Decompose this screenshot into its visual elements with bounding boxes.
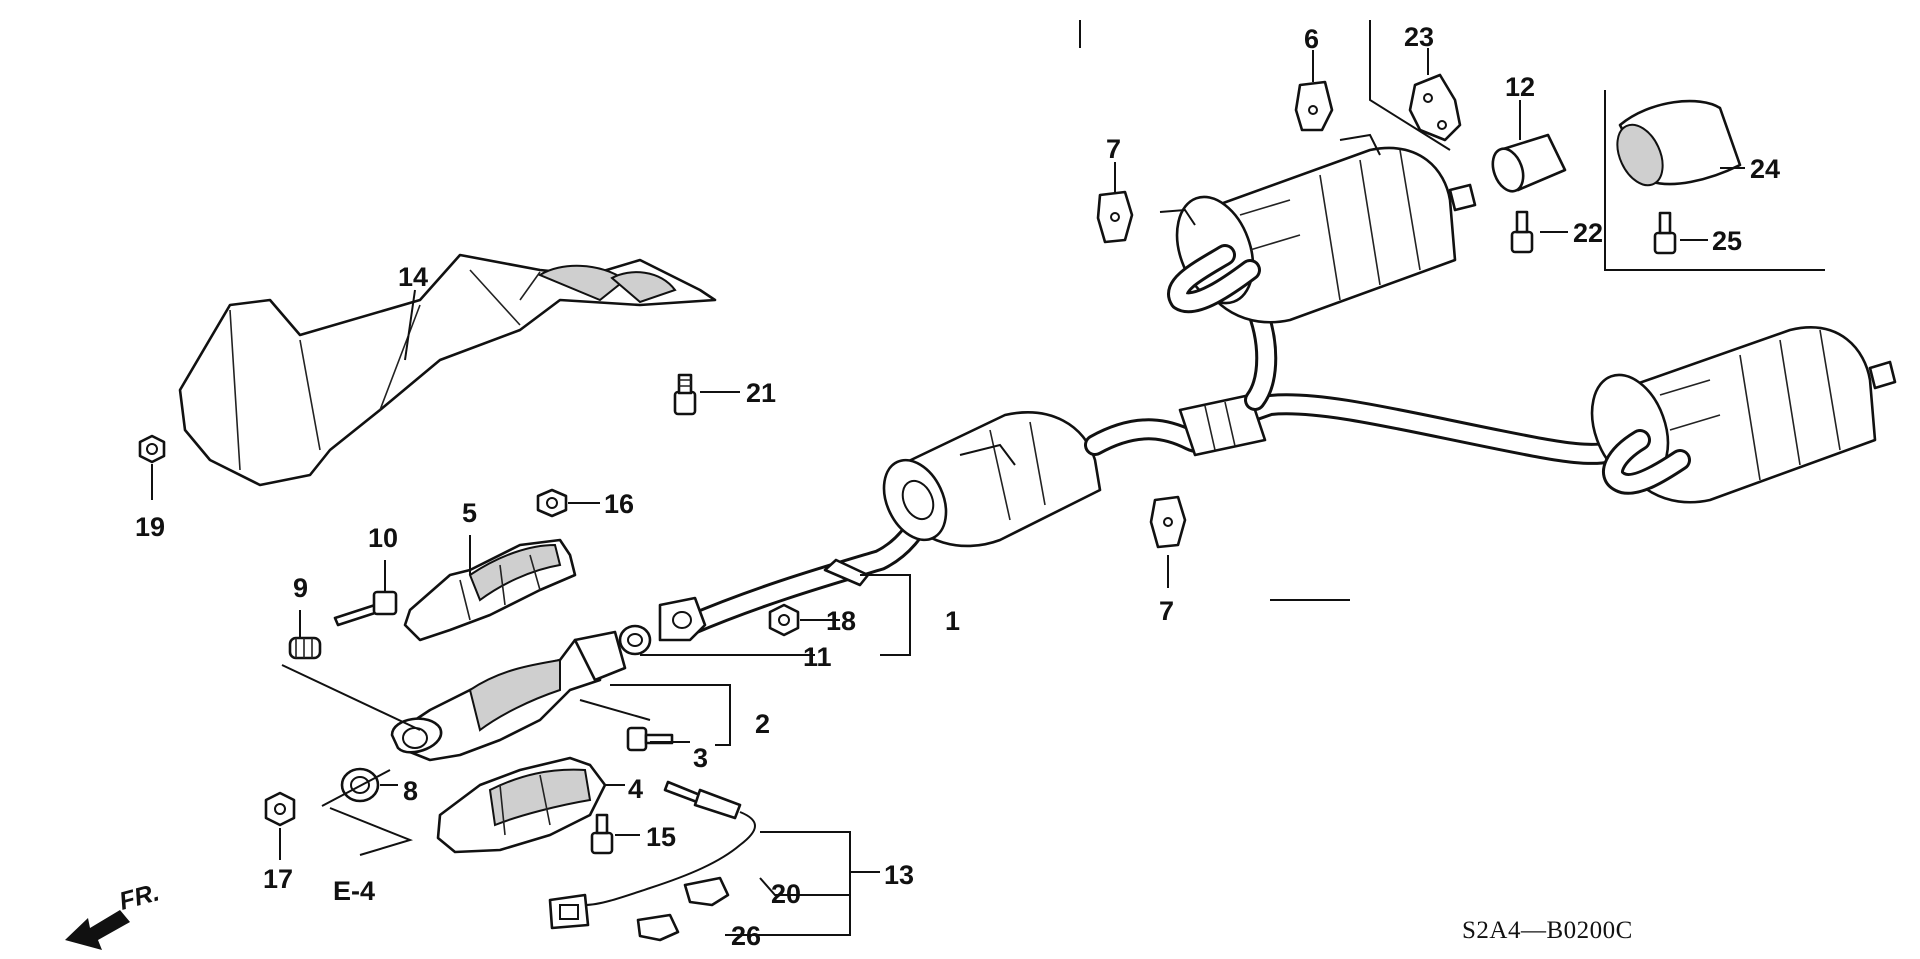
bolt-15 <box>590 813 614 855</box>
callout-21: 21 <box>746 378 776 408</box>
spring-9 <box>288 636 322 660</box>
heat-shield-14 <box>178 253 717 487</box>
bolt-21 <box>673 373 697 416</box>
nut-18 <box>768 603 800 637</box>
callout-12: 12 <box>1505 72 1535 102</box>
callout-18: 18 <box>826 606 856 636</box>
callout-3: 3 <box>693 743 708 773</box>
callout-13: 13 <box>884 860 914 890</box>
direction-label: FR. <box>116 878 162 915</box>
exhaust-tip-12 <box>1491 133 1567 193</box>
callout-10: 10 <box>368 523 398 553</box>
leader-lines <box>151 20 1825 936</box>
nut-19 <box>138 434 166 464</box>
heat-cover-5 <box>403 538 577 642</box>
bolt-3 <box>626 726 674 752</box>
rubber-mount-7-upper <box>1096 190 1134 244</box>
callout-11: 11 <box>803 642 832 672</box>
bolt-10 <box>333 590 398 627</box>
callout-14: 14 <box>398 262 428 292</box>
bolt-25 <box>1653 211 1677 255</box>
callout-24: 24 <box>1750 154 1780 184</box>
rubber-mount-7-lower <box>1149 495 1187 549</box>
callout-19: 19 <box>135 512 165 542</box>
callout-23: 23 <box>1404 22 1434 52</box>
bolt-22 <box>1510 210 1534 254</box>
callout-17: 17 <box>263 864 293 894</box>
clip-26 <box>636 913 680 942</box>
callout-5: 5 <box>462 498 477 528</box>
callout-20: 20 <box>771 879 801 909</box>
callout-1: 1 <box>945 606 960 636</box>
callout-15: 15 <box>646 822 676 852</box>
callout-4: 4 <box>628 774 643 804</box>
reference-label: E-4 <box>333 876 375 906</box>
callout-22: 22 <box>1573 218 1603 248</box>
rubber-mount-6 <box>1294 80 1334 132</box>
callout-7a: 7 <box>1106 134 1121 164</box>
callout-2: 2 <box>755 709 770 739</box>
callout-8: 8 <box>403 776 418 806</box>
diagram-code: S2A4—B0200C <box>1462 917 1633 944</box>
front-direction-arrow: FR. <box>65 878 162 950</box>
callout-7b: 7 <box>1159 596 1174 626</box>
nut-16 <box>536 488 568 518</box>
callouts: 1 2 3 4 5 6 7 7 8 9 10 11 12 13 14 15 16… <box>135 22 1780 951</box>
clip-20 <box>683 876 730 907</box>
middle-resonator <box>882 411 1102 548</box>
gasket-11 <box>618 624 652 656</box>
exhaust-finisher-24 <box>1616 99 1742 187</box>
callout-26: 26 <box>731 921 761 951</box>
right-muffler <box>1590 326 1897 504</box>
callout-16: 16 <box>604 489 634 519</box>
oxygen-sensor-13 <box>548 780 756 930</box>
center-pipe <box>1084 247 1631 465</box>
callout-25: 25 <box>1712 226 1742 256</box>
nut-17 <box>264 791 296 827</box>
callout-9: 9 <box>293 573 308 603</box>
catalytic-converter-2 <box>390 630 627 762</box>
left-muffler <box>1159 133 1477 324</box>
callout-6: 6 <box>1304 24 1319 54</box>
heat-cover-4 <box>436 756 607 854</box>
bracket-23 <box>1408 73 1462 142</box>
